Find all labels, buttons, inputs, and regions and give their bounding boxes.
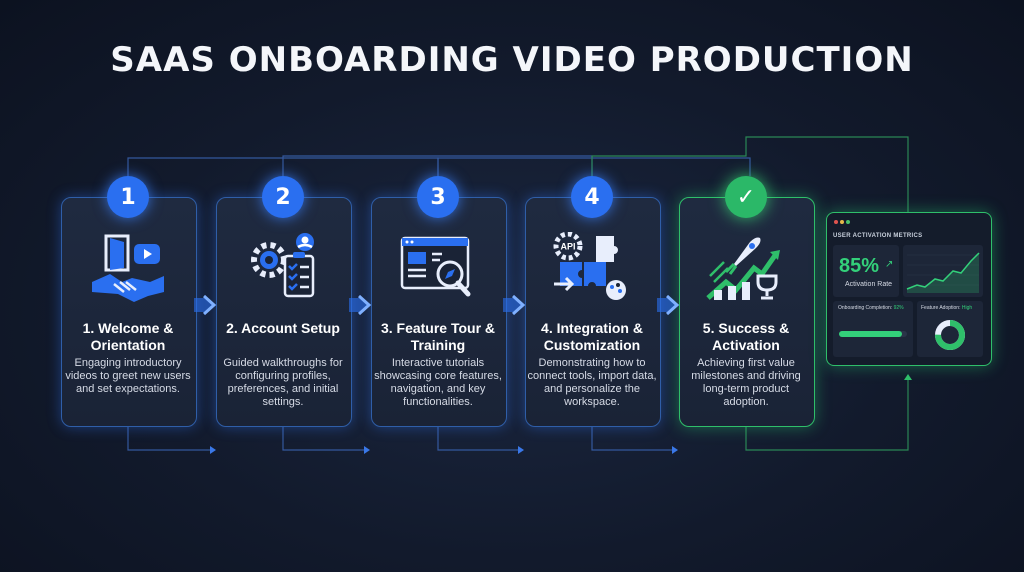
step-badge-1: 1 (107, 176, 149, 218)
activation-metrics-dashboard: USER ACTIVATION METRICS 85% ↗ Activation… (826, 212, 992, 366)
step-title-2: 2. Account Setup (226, 320, 340, 336)
chevron-right-icon (503, 294, 526, 316)
activation-rate-panel: 85% ↗ Activation Rate (833, 245, 899, 297)
activation-rate-value: 85% (839, 255, 880, 277)
activation-rate-label: Activation Rate (845, 281, 893, 288)
feature-adoption-text: Feature Adoption: High (921, 305, 972, 311)
step-title-1: 1. Welcome & Orientation (82, 320, 174, 353)
step-description-4: Demonstrating how to connect tools, impo… (527, 357, 657, 408)
step-description-1: Engaging introductory videos to greet ne… (65, 357, 191, 395)
step-title-4: 4. Integration & Customization (541, 320, 643, 353)
chevron-right-icon (657, 294, 680, 316)
step-description-3: Interactive tutorials showcasing core fe… (374, 357, 502, 408)
door-handshake-icon (92, 234, 164, 302)
onboarding-completion-panel: Onboarding Completion: 92% (833, 301, 913, 357)
chevron-right-icon (349, 294, 372, 316)
gear-checklist-icon (251, 233, 315, 298)
step-description-2: Guided walkthroughs for configuring prof… (223, 357, 343, 408)
onboarding-value: 92% (893, 305, 904, 311)
step-card-5 (679, 197, 815, 427)
onboarding-progress-fill (839, 331, 902, 337)
step-badge-3: 3 (417, 176, 459, 218)
step-badge-4: 4 (571, 176, 613, 218)
feature-adoption-panel: Feature Adoption: High (917, 301, 983, 357)
feature-value: High (961, 305, 973, 311)
dashboard-title: USER ACTIVATION METRICS (833, 233, 923, 239)
onboarding-progress-bar (839, 331, 907, 337)
api-puzzle-icon: API (553, 232, 626, 300)
step-description-5: Achieving first value milestones and dri… (691, 357, 801, 408)
onboarding-completion-text: Onboarding Completion: 92% (838, 305, 904, 311)
step-badge-2: 2 (262, 176, 304, 218)
chevron-right-icon (194, 294, 217, 316)
feature-label: Feature Adoption: (921, 305, 961, 311)
step-title-5: 5. Success & Activation (702, 320, 790, 353)
checkmark-badge: ✓ (725, 176, 767, 218)
api-label: API (560, 242, 575, 252)
trend-up-icon: ↗ (885, 259, 894, 270)
step-card-2 (216, 197, 352, 427)
trend-line-chart (906, 252, 980, 293)
activation-trend-chart (903, 245, 983, 297)
rocket-growth-icon (706, 237, 780, 300)
page-title: SAAS ONBOARDING VIDEO PRODUCTION (110, 40, 914, 80)
step-title-3: 3. Feature Tour & Training (380, 320, 496, 353)
onboarding-label: Onboarding Completion: (838, 305, 893, 311)
feature-adoption-donut (935, 320, 965, 350)
step-card-3 (371, 197, 507, 427)
browser-compass-icon (400, 236, 471, 297)
